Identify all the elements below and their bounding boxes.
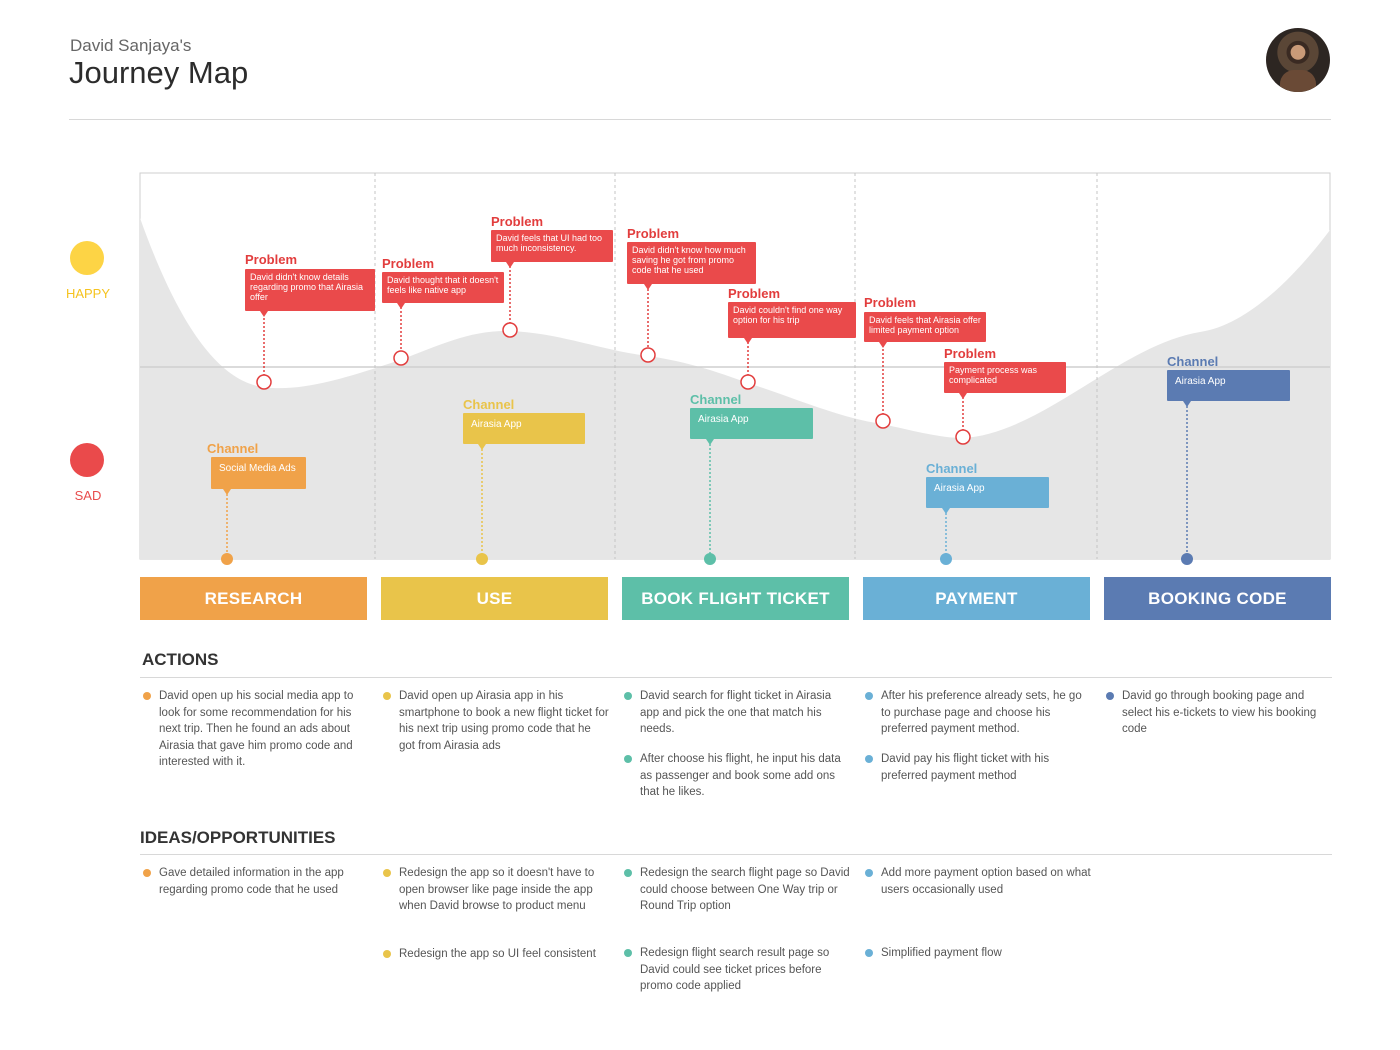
problem-callout: David didn't know how much saving he got… xyxy=(627,242,756,284)
problem-title: Problem xyxy=(728,286,781,301)
happy-indicator xyxy=(70,241,104,275)
idea-item: Redesign the search flight page so David… xyxy=(624,865,850,915)
channel-marker xyxy=(704,553,716,565)
stage-research: RESEARCH xyxy=(140,577,367,620)
idea-item: Gave detailed information in the app reg… xyxy=(143,865,369,898)
happy-label: HAPPY xyxy=(65,286,111,301)
callout-pointer xyxy=(260,311,268,317)
idea-item: Simplified payment flow xyxy=(865,945,1091,962)
problem-title: Problem xyxy=(382,256,435,271)
avatar xyxy=(1266,28,1330,92)
problem-marker xyxy=(640,347,656,363)
callout-pointer xyxy=(397,303,405,309)
problem-title: Problem xyxy=(491,214,544,229)
channel-title: Channel xyxy=(207,441,259,456)
action-item: David open up his social media app to lo… xyxy=(143,688,369,771)
channel-marker xyxy=(476,553,488,565)
action-item: David pay his flight ticket with his pre… xyxy=(865,751,1091,784)
problem-marker xyxy=(502,322,518,338)
callout-pointer xyxy=(879,342,887,348)
stage-booking-code: BOOKING CODE xyxy=(1104,577,1331,620)
channel-marker xyxy=(940,553,952,565)
problem-marker xyxy=(740,374,756,390)
idea-item: Add more payment option based on what us… xyxy=(865,865,1091,898)
callout-pointer xyxy=(478,444,486,450)
problem-callout: Payment process was complicated xyxy=(944,362,1066,393)
problem-title: Problem xyxy=(864,295,917,310)
action-item: After choose his flight, he input his da… xyxy=(624,751,850,801)
channel-callout: Airasia App xyxy=(1167,370,1290,401)
stage-use: USE xyxy=(381,577,608,620)
stage-payment: PAYMENT xyxy=(863,577,1090,620)
channel-title: Channel xyxy=(926,461,978,476)
problem-title: Problem xyxy=(944,346,997,361)
problem-callout: David thought that it doesn't feels like… xyxy=(382,272,504,303)
channel-title: Channel xyxy=(1167,354,1219,369)
journey-subtitle: David Sanjaya's xyxy=(70,36,192,55)
callout-pointer xyxy=(706,439,714,445)
problem-marker xyxy=(256,374,272,390)
action-item: David search for flight ticket in Airasi… xyxy=(624,688,850,738)
callout-pointer xyxy=(744,338,752,344)
channel-title: Channel xyxy=(690,392,742,407)
page-title: Journey Map xyxy=(69,55,249,90)
sad-indicator xyxy=(70,443,104,477)
emotion-curve-area xyxy=(140,218,1330,559)
callout-pointer xyxy=(1183,401,1191,407)
problem-callout: David feels that UI had too much inconsi… xyxy=(491,230,613,262)
ideas-divider xyxy=(140,854,1332,855)
problem-marker xyxy=(955,429,971,445)
action-item: After his preference already sets, he go… xyxy=(865,688,1091,738)
ideas-heading: IDEAS/OPPORTUNITIES xyxy=(140,828,336,847)
action-item: David go through booking page and select… xyxy=(1106,688,1332,738)
channel-callout: Social Media Ads xyxy=(211,457,306,489)
callout-pointer xyxy=(506,262,514,268)
header-divider xyxy=(69,119,1331,120)
channel-callout: Airasia App xyxy=(690,408,813,439)
actions-heading: ACTIONS xyxy=(142,650,219,669)
sad-label: SAD xyxy=(74,488,102,503)
problem-title: Problem xyxy=(245,252,298,267)
problem-title: Problem xyxy=(627,226,680,241)
problem-marker xyxy=(393,350,409,366)
channel-title: Channel xyxy=(463,397,515,412)
actions-divider xyxy=(140,677,1332,678)
channel-marker xyxy=(1181,553,1193,565)
channel-marker xyxy=(221,553,233,565)
callout-pointer xyxy=(942,508,950,514)
idea-item: Redesign flight search result page so Da… xyxy=(624,945,850,995)
idea-item: Redesign the app so it doesn't have to o… xyxy=(383,865,609,915)
problem-marker xyxy=(875,413,891,429)
channel-callout: Airasia App xyxy=(463,413,585,444)
stage-book-flight-ticket: BOOK FLIGHT TICKET xyxy=(622,577,849,620)
problem-callout: David couldn't find one way option for h… xyxy=(728,302,856,338)
action-item: David open up Airasia app in his smartph… xyxy=(383,688,609,754)
problem-callout: David feels that Airasia offer limited p… xyxy=(864,312,986,342)
callout-pointer xyxy=(223,489,231,495)
problem-callout: David didn't know details regarding prom… xyxy=(245,269,375,311)
callout-pointer xyxy=(959,393,967,399)
channel-callout: Airasia App xyxy=(926,477,1049,508)
idea-item: Redesign the app so UI feel consistent xyxy=(383,946,609,963)
callout-pointer xyxy=(644,284,652,290)
